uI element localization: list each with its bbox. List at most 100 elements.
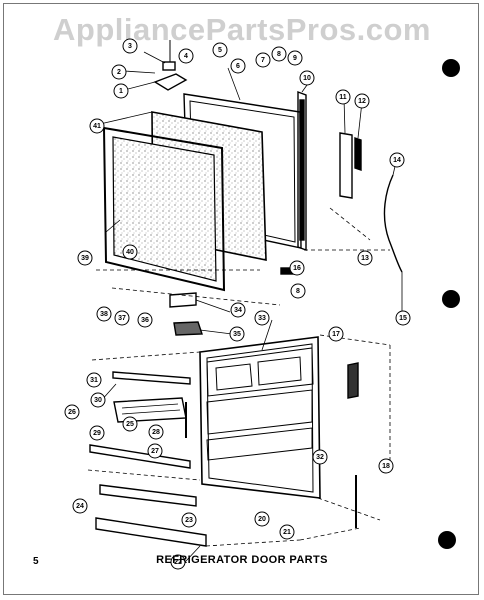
callout-circle — [299, 70, 315, 86]
diagram-caption: REFRIGERATOR DOOR PARTS — [156, 554, 328, 566]
callout-number: 34 — [234, 307, 242, 314]
callout-circle — [111, 64, 127, 80]
dairy-door — [347, 362, 359, 399]
callout-circle — [378, 458, 394, 474]
hinge-block — [162, 61, 176, 71]
callout-circle — [170, 554, 186, 570]
callout-number: 22 — [174, 559, 182, 566]
callout-34: 34 — [230, 302, 246, 318]
callout-number: 10 — [303, 75, 311, 82]
callout-33: 33 — [254, 310, 270, 326]
callout-37: 37 — [114, 310, 130, 326]
callout-number: 29 — [93, 430, 101, 437]
callout-circle — [148, 424, 164, 440]
callout-circle — [90, 392, 106, 408]
callout-number: 9 — [293, 55, 297, 62]
callout-circle — [122, 244, 138, 260]
callout-circle — [229, 326, 245, 342]
callout-24: 24 — [72, 498, 88, 514]
callout-circle — [178, 48, 194, 64]
callout-number: 2 — [117, 69, 121, 76]
callout-number: 16 — [293, 265, 301, 272]
callout-number: 5 — [218, 47, 222, 54]
callout-circle — [96, 306, 112, 322]
callout-number: 4 — [184, 53, 188, 60]
callout-26: 26 — [64, 404, 80, 420]
handle-trim — [339, 132, 353, 199]
callout-38: 38 — [96, 306, 112, 322]
callout-3: 3 — [122, 38, 138, 54]
callout-32: 32 — [312, 449, 328, 465]
callout-number: 30 — [94, 397, 102, 404]
callout-41: 41 — [89, 118, 105, 134]
callout-20: 20 — [254, 511, 270, 527]
callout-circle — [312, 449, 328, 465]
callout-2: 2 — [111, 64, 127, 80]
door-front-frame — [102, 126, 226, 292]
callout-circle — [122, 38, 138, 54]
callout-circle — [354, 93, 370, 109]
callout-circle — [147, 443, 163, 459]
callout-circle — [230, 58, 246, 74]
callout-number: 1 — [119, 88, 123, 95]
cover-35 — [173, 321, 203, 336]
callout-8: 8 — [290, 283, 306, 299]
callout-17: 17 — [328, 326, 344, 342]
callout-number: 20 — [258, 516, 266, 523]
callout-number: 41 — [93, 123, 101, 130]
watermark-logo: AppliancePartsPros.com — [53, 12, 431, 47]
callout-circle — [255, 52, 271, 68]
callout-circle — [114, 310, 130, 326]
callout-number: 39 — [81, 255, 89, 262]
callout-1: 1 — [113, 83, 129, 99]
callout-number: 24 — [76, 503, 84, 510]
door-shelf — [99, 484, 197, 507]
callout-8: 8 — [271, 46, 287, 62]
callout-number: 37 — [118, 315, 126, 322]
callout-14: 14 — [389, 152, 405, 168]
callout-circle — [357, 250, 373, 266]
callout-number: 18 — [382, 463, 390, 470]
callout-13: 13 — [357, 250, 373, 266]
callout-circle — [64, 404, 80, 420]
callout-circle — [287, 50, 303, 66]
callout-number: 13 — [361, 255, 369, 262]
callout-23: 23 — [181, 512, 197, 528]
callout-9: 9 — [287, 50, 303, 66]
callout-number: 3 — [128, 43, 132, 50]
callout-circle — [230, 302, 246, 318]
callout-circle — [122, 416, 138, 432]
callout-circle — [89, 425, 105, 441]
callout-29: 29 — [89, 425, 105, 441]
callout-number: 14 — [393, 157, 401, 164]
callout-5: 5 — [212, 42, 228, 58]
callout-number: 7 — [261, 57, 265, 64]
callout-circle — [72, 498, 88, 514]
callout-circle — [279, 524, 295, 540]
callout-28: 28 — [148, 424, 164, 440]
binder-hole-middle — [442, 290, 460, 308]
callout-number: 28 — [152, 429, 160, 436]
callout-circle — [328, 326, 344, 342]
door-bar — [89, 444, 191, 469]
callout-11: 11 — [335, 89, 351, 105]
callout-circle — [89, 118, 105, 134]
callout-circle — [254, 511, 270, 527]
callout-4: 4 — [178, 48, 194, 64]
callout-number: 8 — [296, 288, 300, 295]
callout-circle — [389, 152, 405, 168]
callout-number: 35 — [233, 331, 241, 338]
callout-number: 17 — [332, 331, 340, 338]
callout-circle — [181, 512, 197, 528]
callout-number: 40 — [126, 249, 134, 256]
callout-12: 12 — [354, 93, 370, 109]
callout-number: 11 — [339, 94, 347, 101]
callout-number: 21 — [283, 529, 291, 536]
binder-hole-bottom — [438, 531, 456, 549]
callout-circle — [254, 310, 270, 326]
callout-6: 6 — [230, 58, 246, 74]
callout-number: 12 — [358, 98, 366, 105]
callout-circle — [86, 372, 102, 388]
